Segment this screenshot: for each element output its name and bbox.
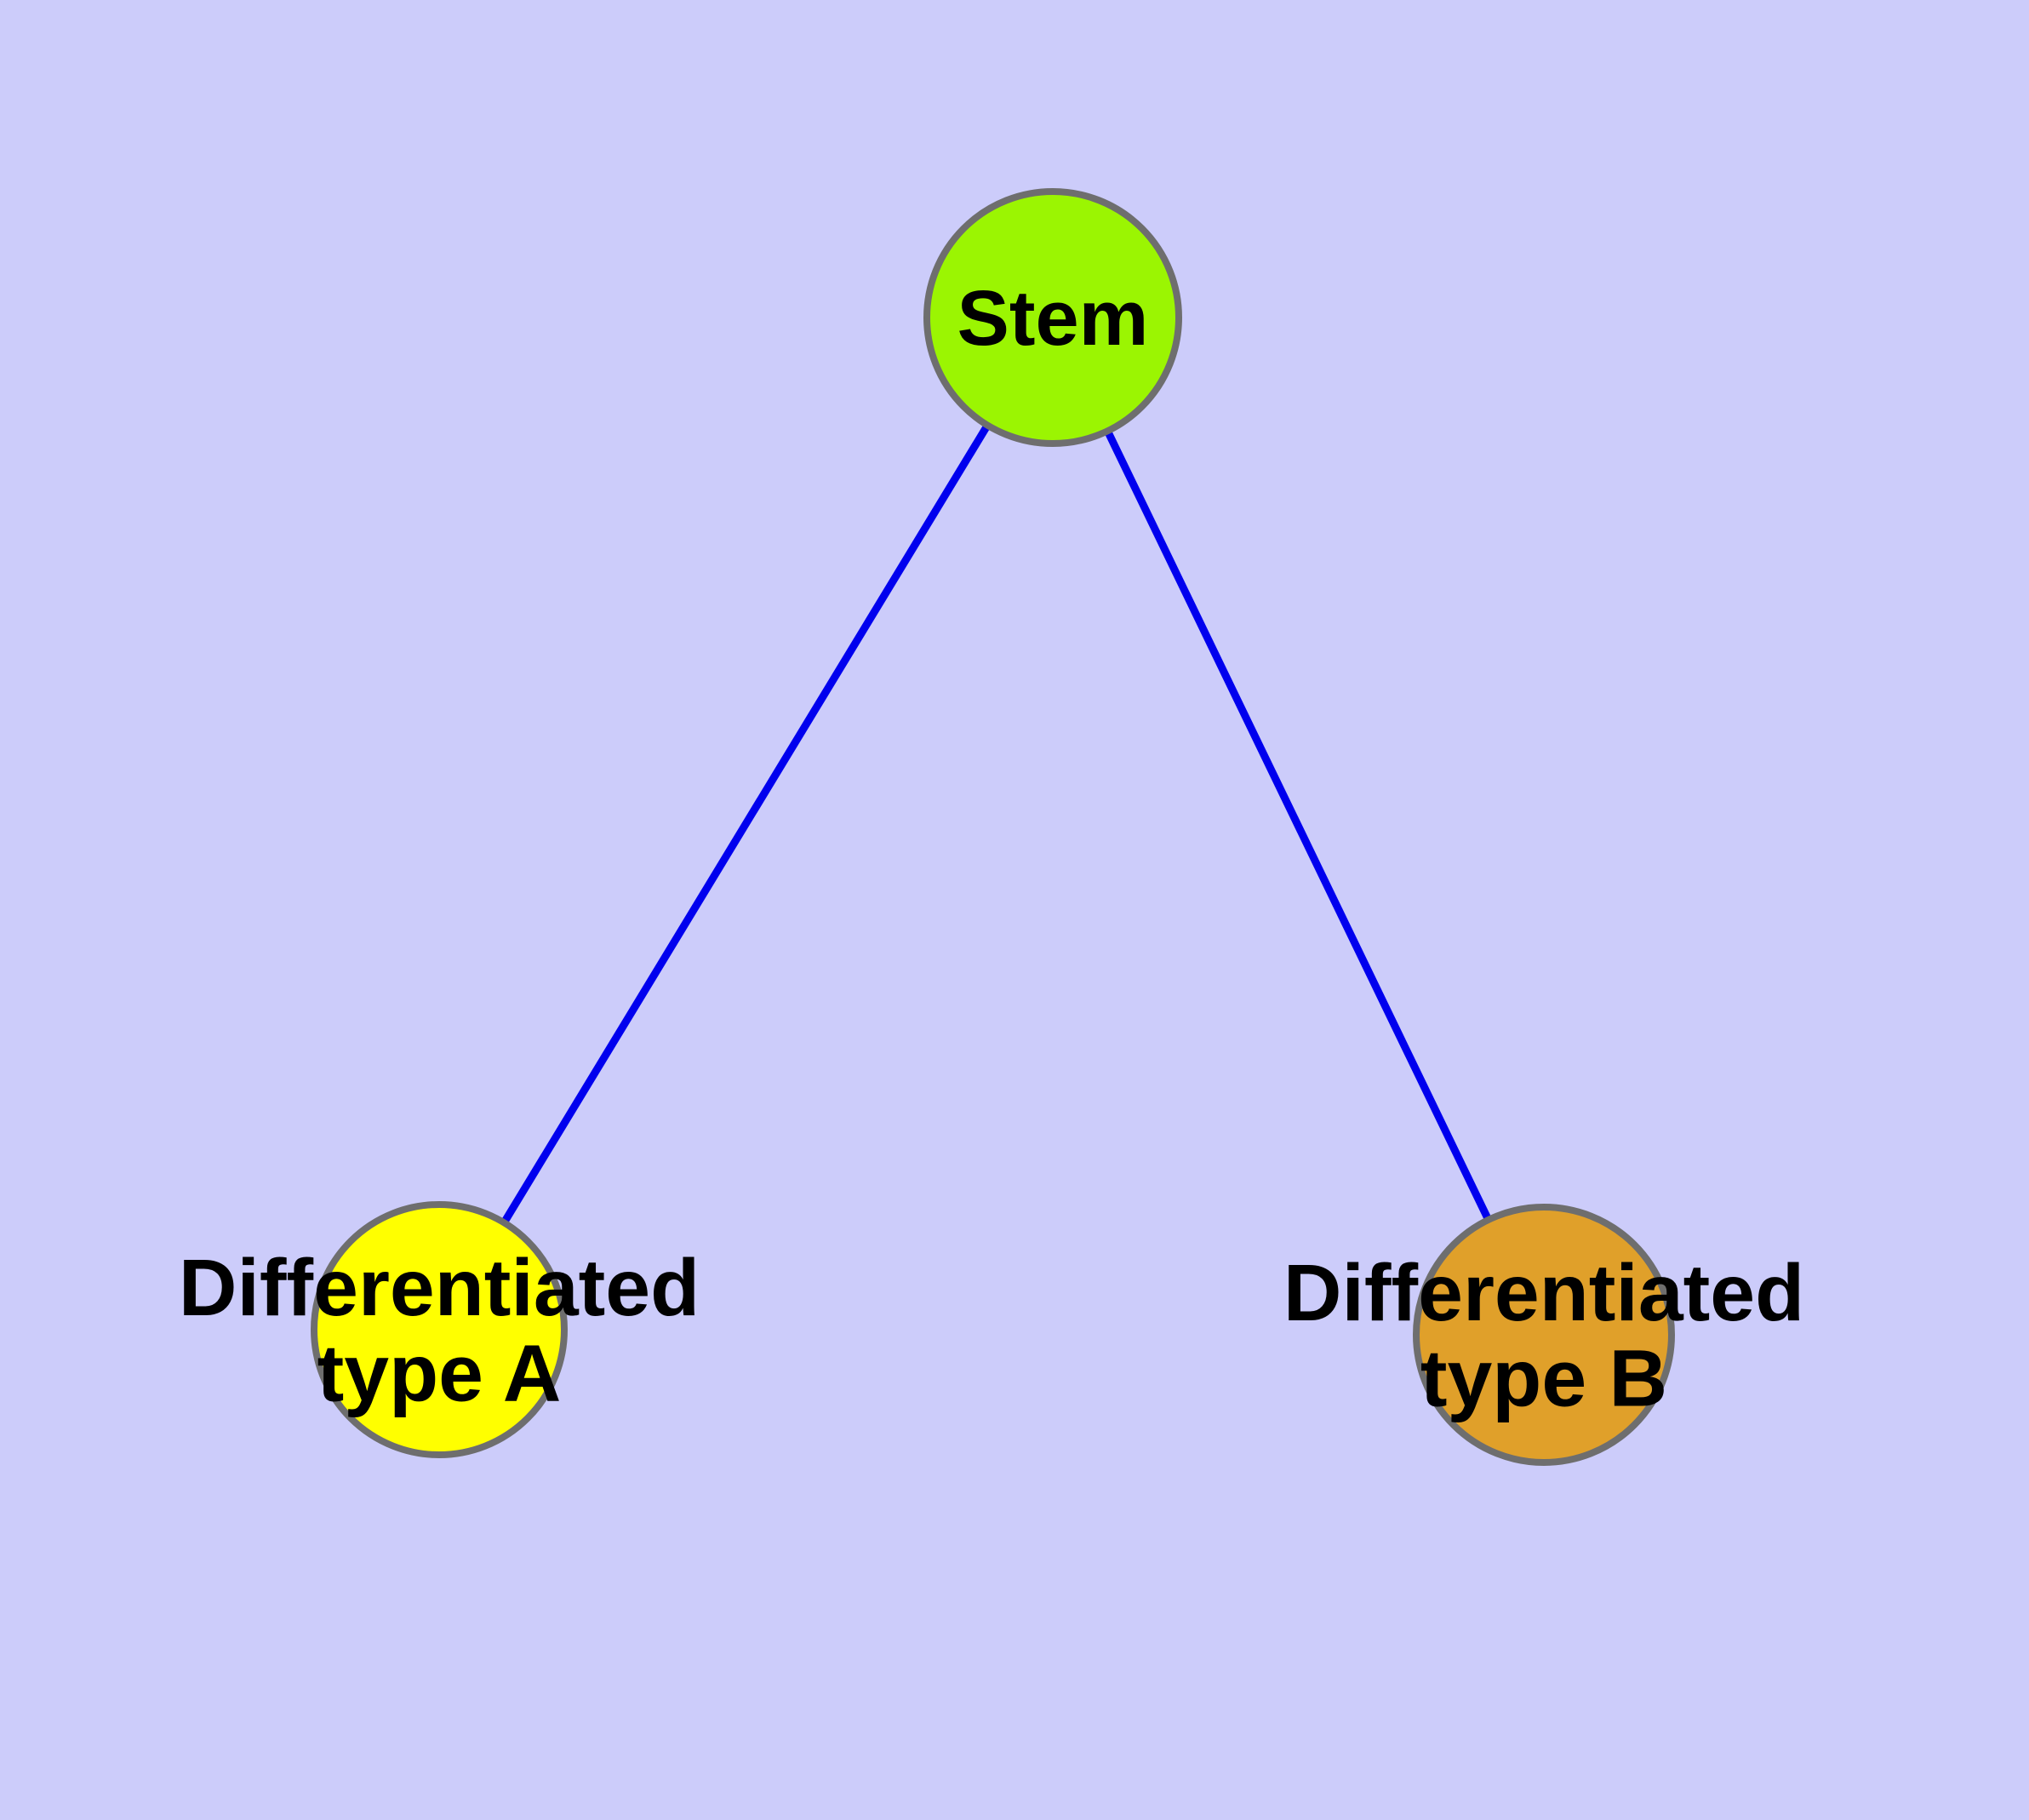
graph-node-stem[interactable] (923, 188, 1182, 447)
graph-node-label-line: Differentiated (179, 1243, 700, 1333)
graph-node-label-line: Differentiated (1283, 1248, 1804, 1338)
graph-node-diff_b[interactable] (1413, 1204, 1675, 1466)
graph-node-diff_a[interactable] (311, 1201, 568, 1458)
graph-node-label-line: Stem (957, 275, 1149, 362)
edges-layer (436, 315, 1548, 1336)
graph-edge[interactable] (436, 315, 1056, 1332)
graph-edge[interactable] (1049, 316, 1548, 1336)
nodes-layer (311, 188, 1675, 1466)
graph-node-label-stem: Stem (957, 275, 1149, 362)
graph-node-label-line: type B (1420, 1334, 1667, 1424)
graph-node-label-line: type A (317, 1329, 562, 1419)
